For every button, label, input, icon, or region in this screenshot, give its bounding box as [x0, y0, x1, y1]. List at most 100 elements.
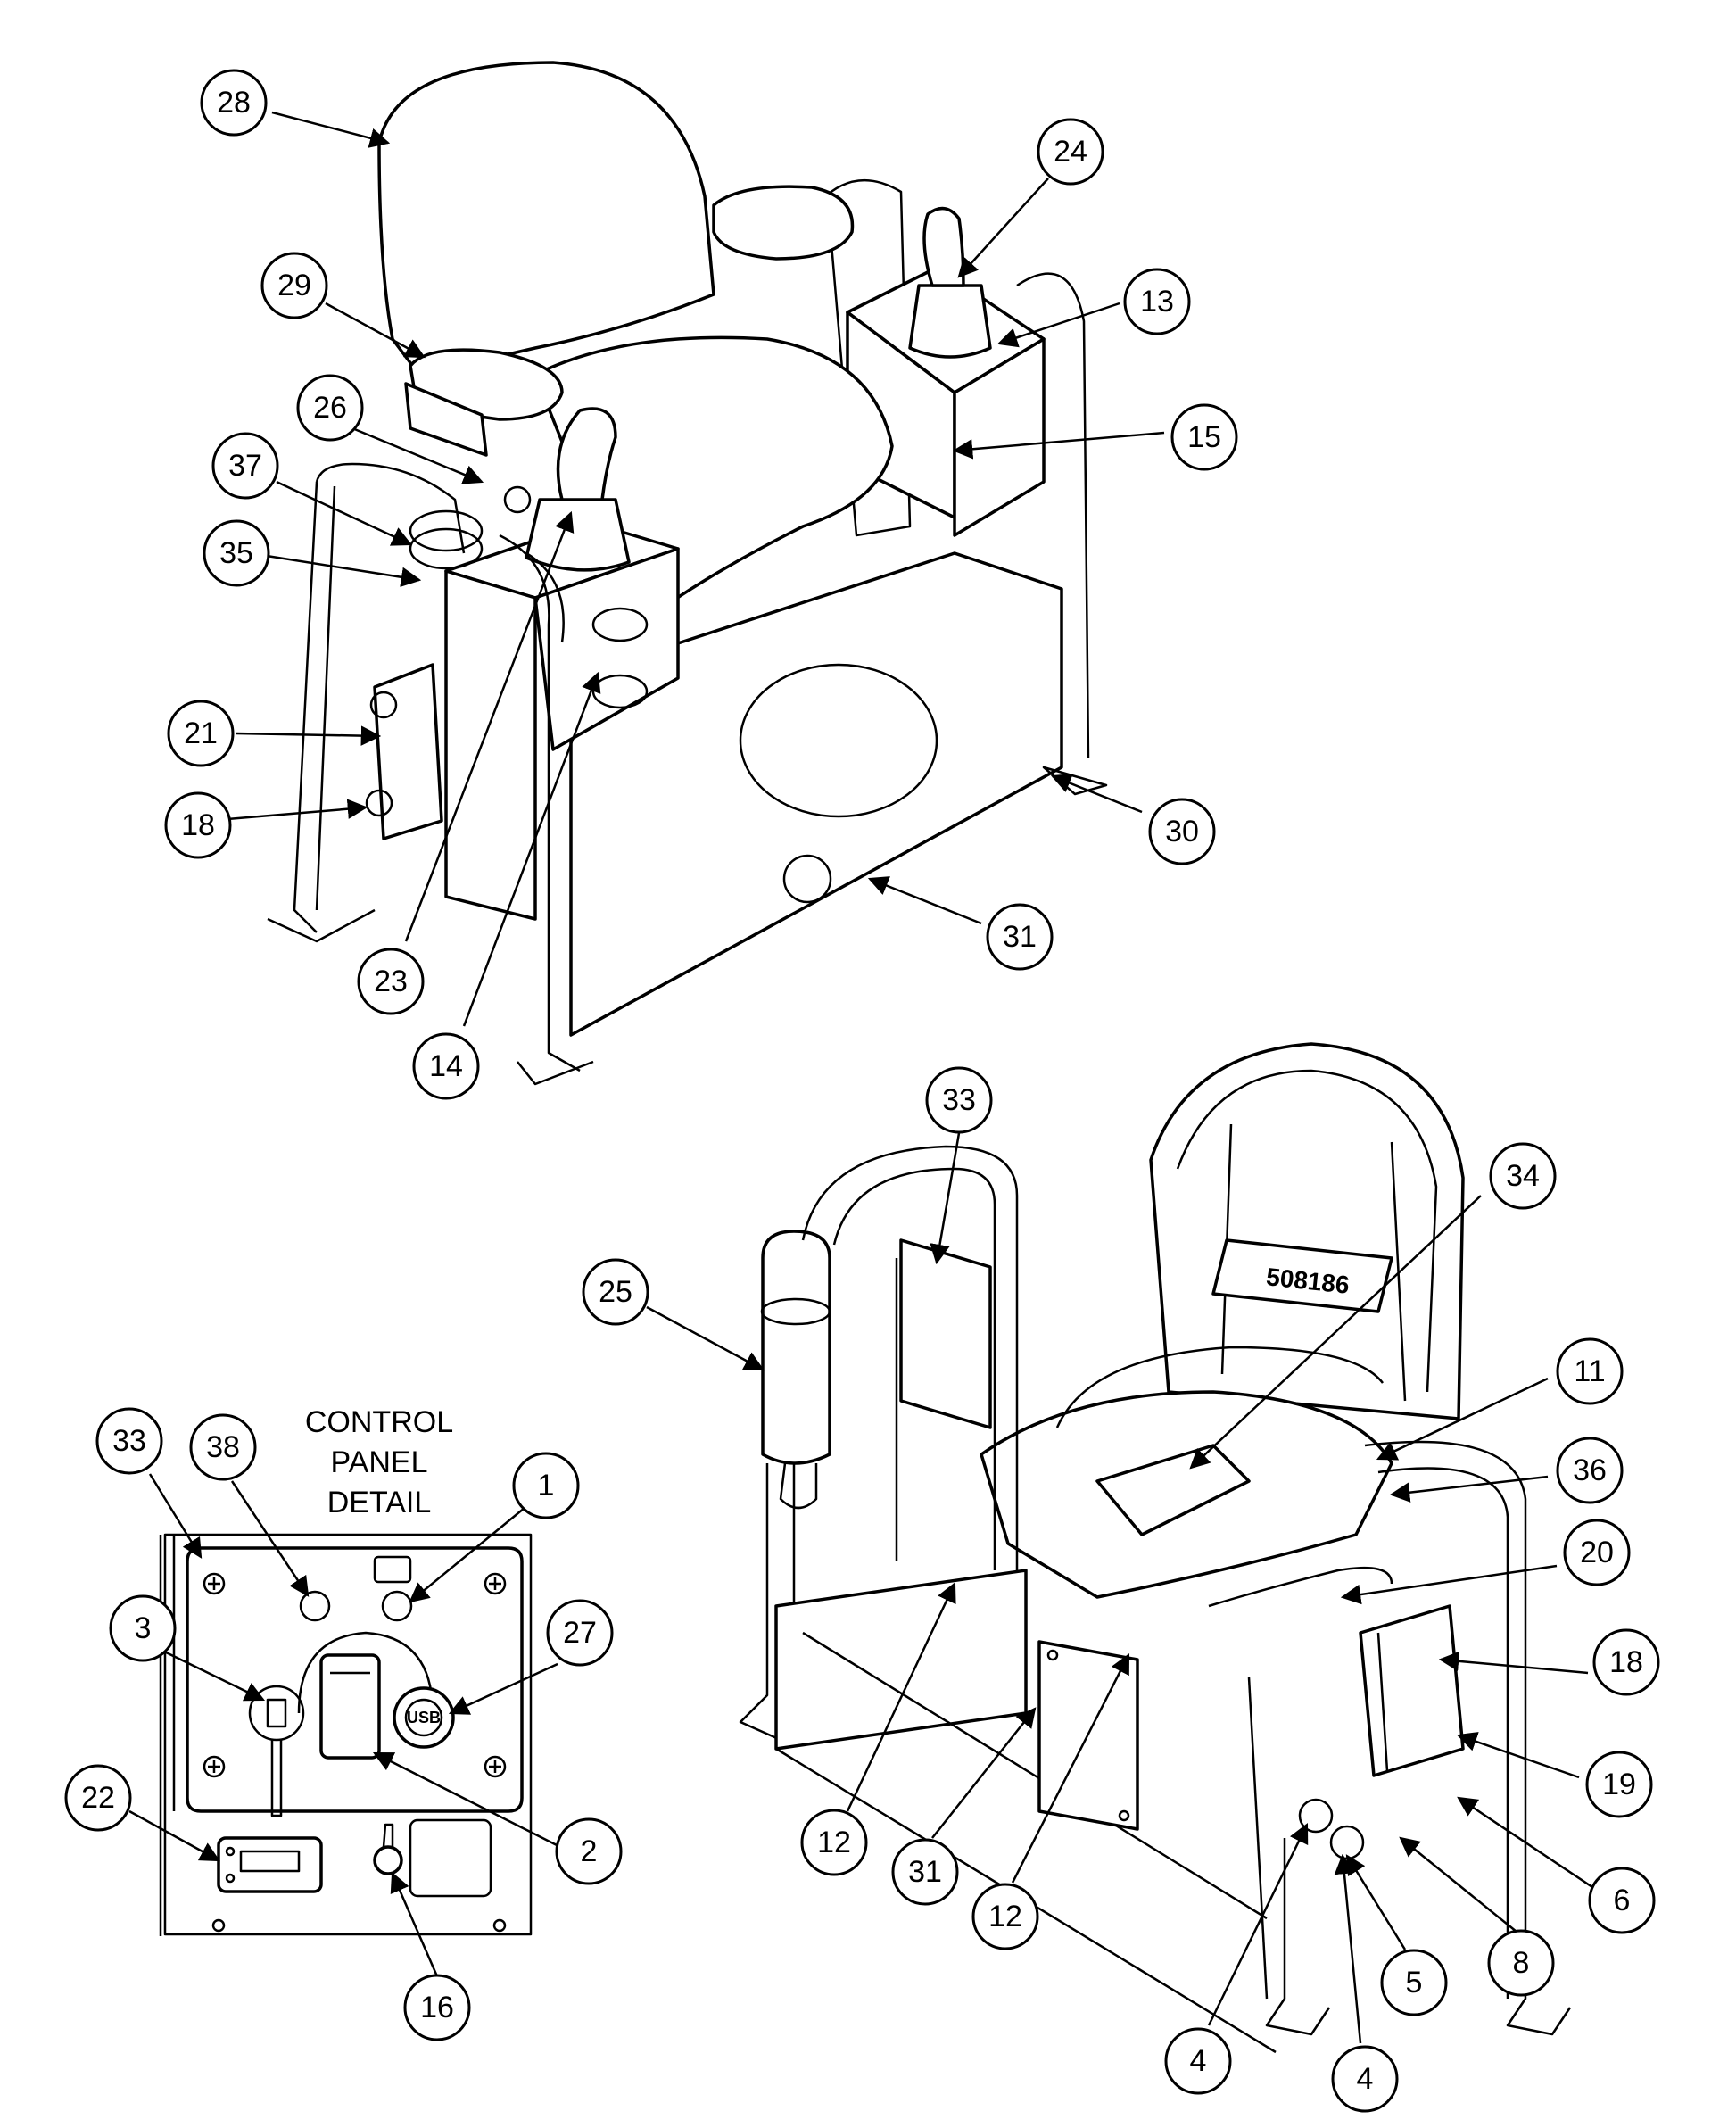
callout-21: 21 [167, 700, 235, 767]
svg-text:3: 3 [135, 1611, 152, 1645]
callout-3: 3 [109, 1594, 177, 1662]
svg-text:18: 18 [1609, 1645, 1643, 1679]
svg-text:33: 33 [112, 1424, 146, 1458]
svg-text:5: 5 [1406, 1966, 1423, 2000]
callout-20: 20 [1563, 1519, 1631, 1586]
callout-18: 18 [164, 791, 232, 859]
indicator-light [299, 1590, 331, 1622]
svg-text:8: 8 [1513, 1946, 1530, 1980]
panel-housing [163, 1533, 533, 1936]
svg-text:12: 12 [988, 1900, 1022, 1933]
toggle-switch [373, 1845, 403, 1875]
hour-meter [217, 1836, 323, 1893]
callout-11: 11 [1556, 1337, 1624, 1405]
left-joystick-boot [525, 498, 631, 572]
panel-title-line1: CONTROL [305, 1405, 453, 1439]
seat-slide [1095, 1444, 1251, 1536]
callout-23: 23 [357, 948, 425, 1015]
rocker-switch [319, 1653, 381, 1760]
svg-text:36: 36 [1573, 1453, 1607, 1487]
svg-text:4: 4 [1357, 2062, 1374, 2096]
callout-27: 27 [546, 1599, 614, 1667]
callout-19: 19 [1585, 1751, 1653, 1818]
callout-18-lower: 18 [1592, 1628, 1660, 1696]
svg-text:18: 18 [181, 808, 215, 842]
svg-text:25: 25 [599, 1275, 632, 1309]
callout-38: 38 [189, 1413, 257, 1481]
callout-4b: 4 [1331, 2045, 1399, 2113]
svg-text:38: 38 [206, 1430, 240, 1464]
svg-text:14: 14 [429, 1049, 463, 1083]
panel-title-line3: DETAIL [327, 1486, 432, 1519]
callout-6: 6 [1588, 1867, 1656, 1934]
upper-seat-view [267, 61, 1108, 1086]
svg-text:26: 26 [313, 391, 347, 425]
callout-34: 34 [1489, 1142, 1557, 1210]
callout-24: 24 [1037, 118, 1104, 186]
seat-base-rear [774, 1569, 1028, 1751]
engine-symbol-icon [373, 1555, 412, 1584]
svg-text:29: 29 [277, 269, 311, 302]
panel-title-line2: PANEL [331, 1445, 428, 1479]
svg-text:33: 33 [942, 1083, 976, 1117]
svg-text:34: 34 [1506, 1159, 1540, 1193]
callout-14: 14 [412, 1032, 480, 1100]
lower-seat-view: 508186 [739, 1042, 1572, 2054]
svg-text:12: 12 [817, 1826, 851, 1859]
svg-text:4: 4 [1190, 2044, 1207, 2078]
svg-text:30: 30 [1165, 815, 1199, 849]
left-joystick-handle [556, 407, 617, 501]
svg-text:35: 35 [219, 536, 253, 570]
leader-lines [128, 111, 1593, 2044]
svg-text:15: 15 [1187, 420, 1221, 454]
control-panel-detail: CONTROL PANEL DETAIL USB [159, 1405, 533, 1936]
callout-4a: 4 [1164, 2027, 1232, 2095]
seat-back-rear [1149, 1042, 1465, 1420]
callout-33-panel: 33 [95, 1407, 163, 1475]
svg-text:11: 11 [1574, 1354, 1605, 1388]
callout-22: 22 [64, 1764, 132, 1832]
callout-8: 8 [1487, 1929, 1555, 1997]
panel-screws [203, 1572, 507, 1778]
svg-text:28: 28 [217, 86, 251, 120]
callout-15: 15 [1170, 403, 1238, 471]
panel-blank [409, 1818, 492, 1898]
usb-label: USB [407, 1709, 441, 1726]
svg-text:37: 37 [228, 449, 262, 483]
svg-text:1: 1 [538, 1469, 555, 1503]
callout-2: 2 [555, 1817, 623, 1885]
callouts-lower: 33 25 34 11 36 20 18 19 6 8 5 4 4 12 31 … [582, 1066, 1660, 2113]
callout-36: 36 [1556, 1437, 1624, 1504]
callout-1: 1 [512, 1452, 580, 1519]
svg-text:31: 31 [908, 1855, 942, 1889]
callout-25: 25 [582, 1258, 649, 1326]
svg-text:23: 23 [374, 965, 408, 998]
svg-text:16: 16 [420, 1991, 454, 2024]
svg-text:2: 2 [581, 1834, 598, 1868]
valve-block-rear [1359, 1604, 1465, 1777]
seat-label-plate [1211, 1238, 1393, 1313]
callout-37: 37 [211, 432, 279, 500]
svg-text:19: 19 [1602, 1768, 1636, 1801]
callout-30: 30 [1148, 798, 1216, 865]
svg-text:20: 20 [1580, 1536, 1614, 1569]
callout-33: 33 [925, 1066, 993, 1134]
usb-port [393, 1686, 455, 1749]
svg-text:13: 13 [1140, 285, 1174, 319]
callout-5: 5 [1380, 1949, 1448, 2016]
callout-16: 16 [403, 1974, 471, 2041]
right-armrest [712, 185, 855, 261]
seat-back [377, 61, 715, 377]
svg-text:24: 24 [1054, 135, 1087, 169]
callout-28: 28 [200, 69, 268, 137]
key-switch [248, 1685, 305, 1742]
callout-35: 35 [203, 519, 270, 587]
callout-29: 29 [260, 252, 328, 319]
right-joystick-handle [922, 206, 965, 287]
valve-block [373, 663, 443, 840]
control-panel-tower [899, 1238, 992, 1429]
callout-31: 31 [986, 903, 1054, 971]
callout-26: 26 [296, 374, 364, 442]
callout-31-lower: 31 [891, 1838, 959, 1906]
